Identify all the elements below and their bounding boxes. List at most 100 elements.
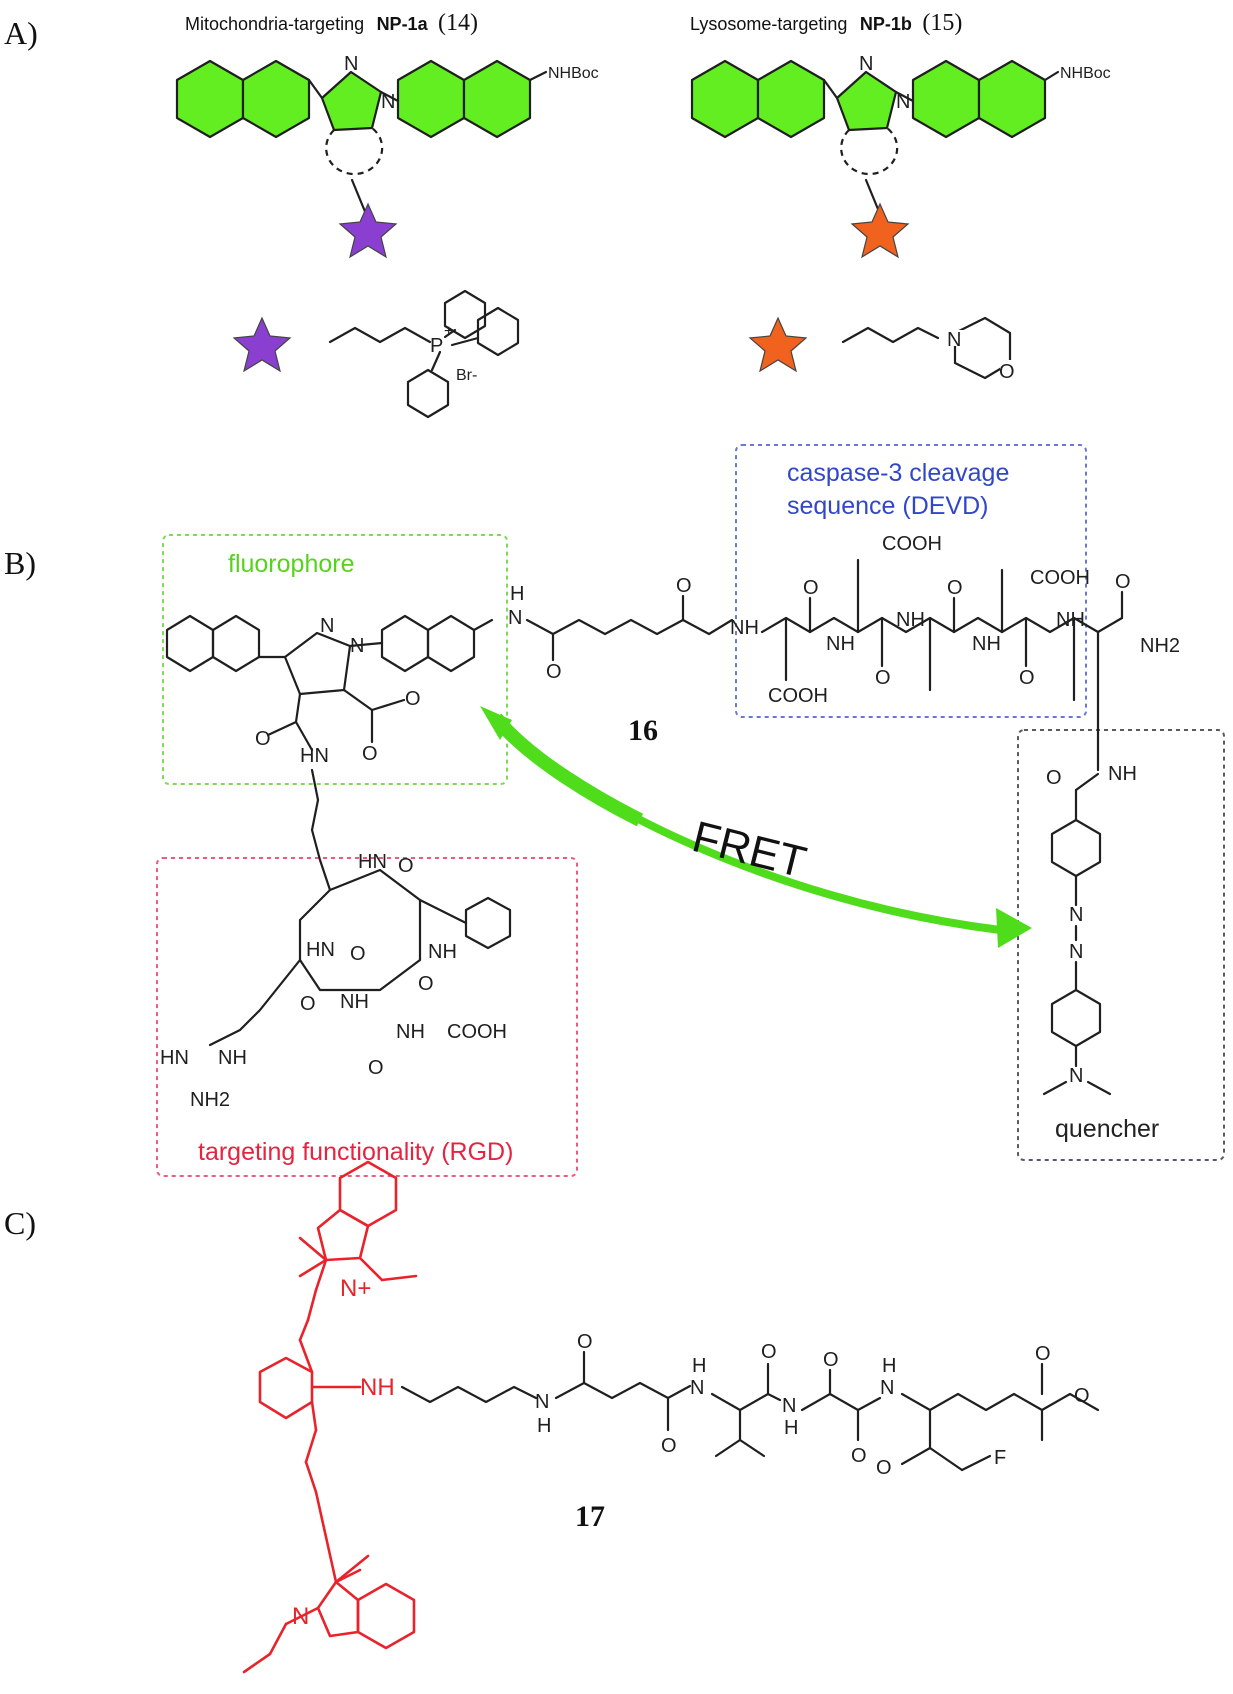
lysosome-star [850, 202, 910, 259]
svg-text:N: N [1069, 941, 1083, 963]
np1a-title: Mitochondria-targeting NP-1a (14) [185, 10, 478, 36]
cleavage-label-line1: caspase-3 cleavage [787, 459, 1009, 487]
panel-label-a: A) [4, 15, 38, 51]
glutaryl-linker: H N O O [508, 575, 734, 683]
svg-text:O: O [947, 577, 963, 599]
svg-text:O: O [999, 361, 1015, 383]
quencher-structure: NH O N N N [1042, 630, 1137, 1096]
compound-17-label: 17 [575, 1500, 605, 1533]
cyanine-structure: N+ NH N [242, 1160, 418, 1674]
compound-16-label: 16 [628, 714, 658, 747]
svg-text:N: N [508, 607, 522, 629]
svg-text:HN: HN [300, 745, 329, 767]
svg-text:O: O [761, 1341, 777, 1363]
svg-text:NH: NH [1108, 763, 1137, 785]
np1a-structure: N N NHBoc [175, 53, 599, 259]
svg-text:NH: NH [396, 1021, 425, 1043]
cleavage-label-line2: sequence (DEVD) [787, 492, 988, 520]
svg-text:NH: NH [218, 1047, 247, 1069]
svg-text:N: N [782, 1395, 796, 1417]
peptide-fmk: N H O O N H O N H O O N H O O O F [400, 1331, 1100, 1479]
svg-text:N: N [350, 635, 364, 657]
quencher-box [1017, 729, 1225, 1161]
np1b-structure: N N NHBoc [690, 53, 1111, 259]
svg-text:N: N [947, 329, 961, 351]
svg-text:O: O [577, 1331, 593, 1353]
svg-text:O: O [398, 855, 414, 877]
svg-text:O: O [876, 1457, 892, 1479]
svg-text:NHBoc: NHBoc [548, 65, 599, 82]
svg-text:HN: HN [160, 1047, 189, 1069]
svg-text:H: H [784, 1417, 798, 1439]
rgd-cyclic-peptide: HN O HN O NH O O NH NH COOH O HN NH NH2 [160, 768, 512, 1111]
naphthalene-ring [396, 59, 466, 139]
naphthalene-ring [977, 59, 1047, 139]
svg-text:O: O [255, 728, 271, 750]
pyrazoline-ring [835, 70, 898, 132]
fret-label: FRET [688, 812, 811, 887]
naphthalene-ring [911, 59, 981, 139]
pyrazoline-ring [320, 70, 383, 132]
svg-text:N: N [880, 1377, 894, 1399]
fluorophore-structure: N N O O O HN [165, 614, 494, 767]
naphthalene-ring [175, 59, 245, 139]
svg-text:HN: HN [306, 939, 335, 961]
svg-text:O: O [1046, 767, 1062, 789]
svg-text:O: O [661, 1435, 677, 1457]
svg-text:NH: NH [826, 633, 855, 655]
targeting-label: targeting functionality (RGD) [198, 1138, 513, 1166]
svg-text:O: O [823, 1349, 839, 1371]
svg-text:+: + [444, 323, 453, 340]
svg-text:Br-: Br- [456, 367, 477, 384]
svg-text:O: O [803, 577, 819, 599]
svg-text:O: O [1019, 667, 1035, 689]
svg-text:NH: NH [340, 991, 369, 1013]
svg-text:O: O [300, 993, 316, 1015]
svg-text:COOH: COOH [447, 1021, 507, 1043]
svg-text:O: O [875, 667, 891, 689]
svg-text:COOH: COOH [768, 685, 828, 707]
svg-text:F: F [994, 1447, 1006, 1469]
naphthalene-ring [756, 59, 826, 139]
panel-label-b: B) [4, 545, 36, 581]
svg-text:NH: NH [428, 941, 457, 963]
lysosome-star-legend [748, 316, 808, 373]
svg-text:N: N [381, 91, 395, 113]
svg-text:HN: HN [358, 851, 387, 873]
np1b-title: Lysosome-targeting NP-1b (15) [690, 10, 962, 36]
mitochondria-star [338, 202, 398, 259]
triphenylphosphonium-group: P + Br- [328, 289, 520, 419]
svg-text:P: P [430, 335, 443, 357]
targeting-box [156, 857, 578, 1177]
svg-text:N: N [320, 615, 334, 637]
svg-text:O: O [405, 688, 421, 710]
cleavage-box [735, 444, 1087, 718]
svg-text:O: O [1115, 571, 1131, 593]
svg-text:NH: NH [972, 633, 1001, 655]
svg-text:NH: NH [730, 617, 759, 639]
svg-text:N: N [292, 1603, 309, 1630]
svg-text:H: H [692, 1355, 706, 1377]
panel-label-c: C) [4, 1205, 36, 1241]
svg-text:N: N [344, 53, 358, 75]
devd-peptide: NH O O O O COOH COOH COOH NH NH NH NH O … [730, 533, 1180, 707]
mitochondria-star-legend [232, 316, 292, 373]
svg-text:H: H [537, 1415, 551, 1437]
svg-text:NH: NH [1056, 609, 1085, 631]
svg-text:O: O [851, 1445, 867, 1467]
svg-text:N: N [1069, 904, 1083, 926]
svg-text:NH: NH [360, 1374, 395, 1401]
svg-text:O: O [368, 1057, 384, 1079]
fluorophore-label: fluorophore [228, 550, 354, 578]
morpholine-propyl-group: N O [841, 316, 1016, 383]
svg-text:O: O [418, 973, 434, 995]
svg-text:O: O [676, 575, 692, 597]
svg-text:O: O [350, 943, 366, 965]
svg-text:N: N [690, 1377, 704, 1399]
svg-text:NHBoc: NHBoc [1060, 65, 1111, 82]
svg-text:N: N [859, 53, 873, 75]
svg-text:O: O [1035, 1343, 1051, 1365]
svg-text:O: O [362, 743, 378, 765]
naphthalene-ring [462, 59, 532, 139]
